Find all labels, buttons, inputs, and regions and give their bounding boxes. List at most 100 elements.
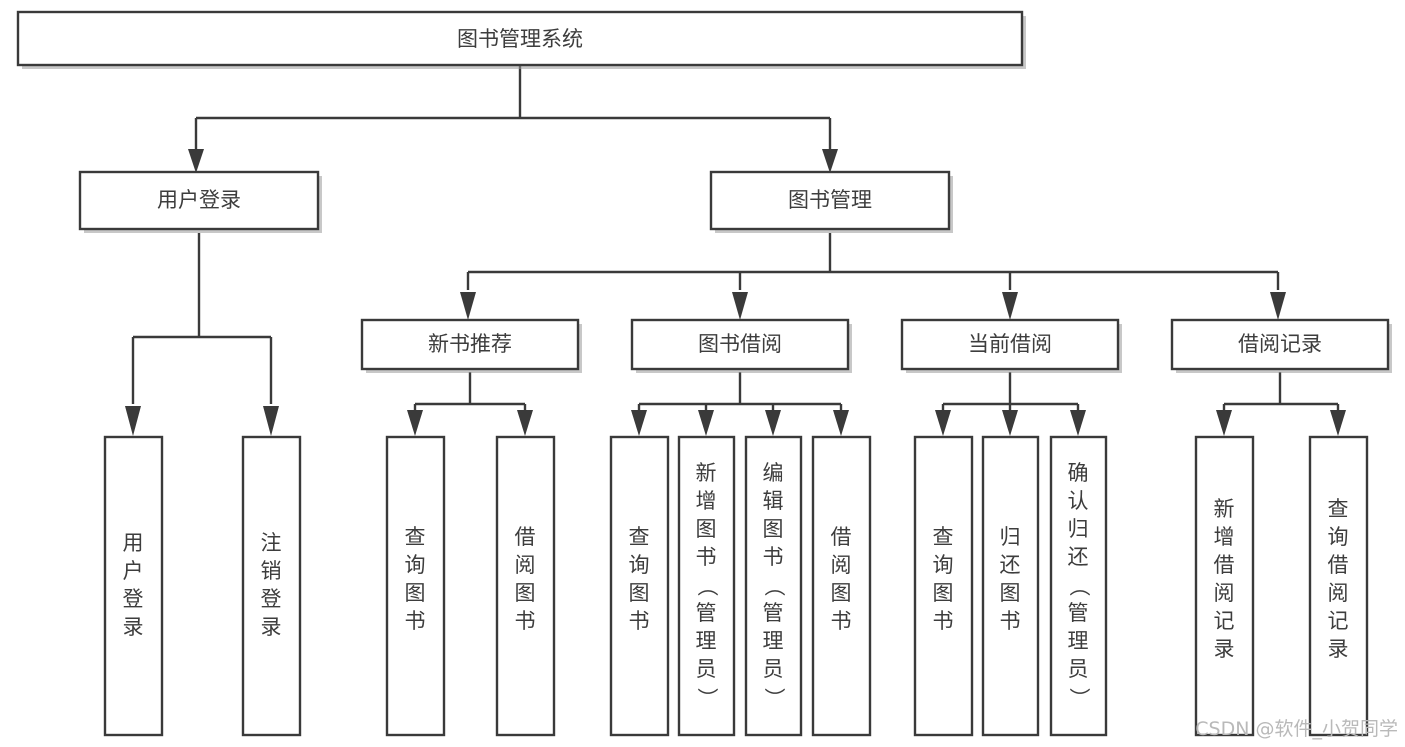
edge-root-bus bbox=[194, 66, 832, 160]
svg-text:）: ） bbox=[1067, 688, 1091, 709]
svg-text:登: 登 bbox=[123, 587, 144, 611]
node-borrow-label: 图书借阅 bbox=[698, 332, 782, 356]
svg-text:编: 编 bbox=[763, 461, 784, 485]
svg-text:新: 新 bbox=[1214, 497, 1235, 521]
svg-text:书: 书 bbox=[1000, 609, 1021, 633]
svg-text:辑: 辑 bbox=[763, 489, 784, 513]
node-layer: 图书管理系统 用户登录 图书管理 新书推荐 图书借阅 当前借阅 bbox=[16, 10, 1392, 737]
svg-text:图: 图 bbox=[831, 581, 852, 605]
svg-text:阅: 阅 bbox=[1214, 581, 1235, 605]
svg-text:询: 询 bbox=[1328, 525, 1349, 549]
svg-text:员: 员 bbox=[763, 657, 784, 681]
svg-text:图: 图 bbox=[515, 581, 536, 605]
svg-text:书: 书 bbox=[696, 545, 717, 569]
arrow-to-leaf5 bbox=[631, 410, 647, 436]
svg-text:询: 询 bbox=[629, 553, 650, 577]
node-current[interactable]: 当前借阅 bbox=[900, 318, 1122, 373]
svg-text:确: 确 bbox=[1068, 461, 1089, 485]
svg-text:查: 查 bbox=[405, 525, 426, 549]
node-newbook[interactable]: 新书推荐 bbox=[360, 318, 582, 373]
node-current-label: 当前借阅 bbox=[968, 332, 1052, 356]
node-root-label: 图书管理系统 bbox=[457, 27, 583, 51]
node-leaf1[interactable]: 用户登录 bbox=[103, 435, 164, 737]
svg-text:询: 询 bbox=[933, 553, 954, 577]
svg-text:（: （ bbox=[1067, 576, 1091, 597]
svg-text:书: 书 bbox=[831, 609, 852, 633]
node-record[interactable]: 借阅记录 bbox=[1170, 318, 1392, 373]
svg-text:理: 理 bbox=[763, 629, 784, 653]
svg-text:录: 录 bbox=[261, 615, 282, 639]
svg-text:借: 借 bbox=[831, 525, 852, 549]
svg-text:登: 登 bbox=[261, 587, 282, 611]
svg-text:图: 图 bbox=[405, 581, 426, 605]
svg-text:归: 归 bbox=[1068, 517, 1089, 541]
edge-current-bus bbox=[941, 372, 1080, 412]
svg-text:理: 理 bbox=[1068, 629, 1089, 653]
arrow-to-leaf7 bbox=[765, 410, 781, 436]
svg-text:记: 记 bbox=[1214, 609, 1235, 633]
arrow-to-leaf9 bbox=[935, 410, 951, 436]
arrow-to-record bbox=[1270, 292, 1286, 320]
svg-text:查: 查 bbox=[629, 525, 650, 549]
svg-text:认: 认 bbox=[1068, 489, 1089, 513]
node-login-label: 用户登录 bbox=[157, 188, 241, 212]
arrow-to-leaf12 bbox=[1216, 410, 1232, 436]
svg-text:销: 销 bbox=[261, 559, 282, 583]
edge-record-bus bbox=[1222, 372, 1340, 412]
svg-text:录: 录 bbox=[1214, 637, 1235, 661]
svg-text:理: 理 bbox=[696, 629, 717, 653]
svg-text:书: 书 bbox=[405, 609, 426, 633]
svg-text:新: 新 bbox=[696, 461, 717, 485]
node-borrow[interactable]: 图书借阅 bbox=[630, 318, 852, 373]
node-bookmgmt[interactable]: 图书管理 bbox=[709, 170, 953, 233]
svg-text:图: 图 bbox=[763, 517, 784, 541]
svg-text:阅: 阅 bbox=[1328, 581, 1349, 605]
edge-borrow-bus bbox=[637, 372, 843, 412]
edge-layer bbox=[125, 66, 1346, 436]
svg-text:阅: 阅 bbox=[831, 553, 852, 577]
svg-text:查: 查 bbox=[1328, 497, 1349, 521]
node-newbook-label: 新书推荐 bbox=[428, 332, 512, 356]
svg-text:管: 管 bbox=[696, 601, 717, 625]
svg-text:）: ） bbox=[695, 688, 719, 709]
arrow-to-leaf2 bbox=[263, 406, 279, 436]
node-login[interactable]: 用户登录 bbox=[78, 170, 322, 233]
svg-text:（: （ bbox=[695, 576, 719, 597]
svg-text:询: 询 bbox=[405, 553, 426, 577]
svg-text:增: 增 bbox=[1214, 525, 1235, 549]
svg-text:录: 录 bbox=[1328, 637, 1349, 661]
svg-text:（: （ bbox=[762, 576, 786, 597]
node-root[interactable]: 图书管理系统 bbox=[16, 10, 1026, 69]
svg-text:员: 员 bbox=[1068, 657, 1089, 681]
svg-text:员: 员 bbox=[696, 657, 717, 681]
svg-text:图: 图 bbox=[933, 581, 954, 605]
svg-text:还: 还 bbox=[1068, 545, 1089, 569]
svg-text:书: 书 bbox=[763, 545, 784, 569]
arrow-to-leaf6 bbox=[698, 410, 714, 436]
arrow-to-borrow bbox=[732, 292, 748, 320]
svg-text:注: 注 bbox=[261, 531, 282, 555]
watermark-text: CSDN @软件_小贺同学 bbox=[1195, 718, 1398, 740]
svg-text:书: 书 bbox=[933, 609, 954, 633]
